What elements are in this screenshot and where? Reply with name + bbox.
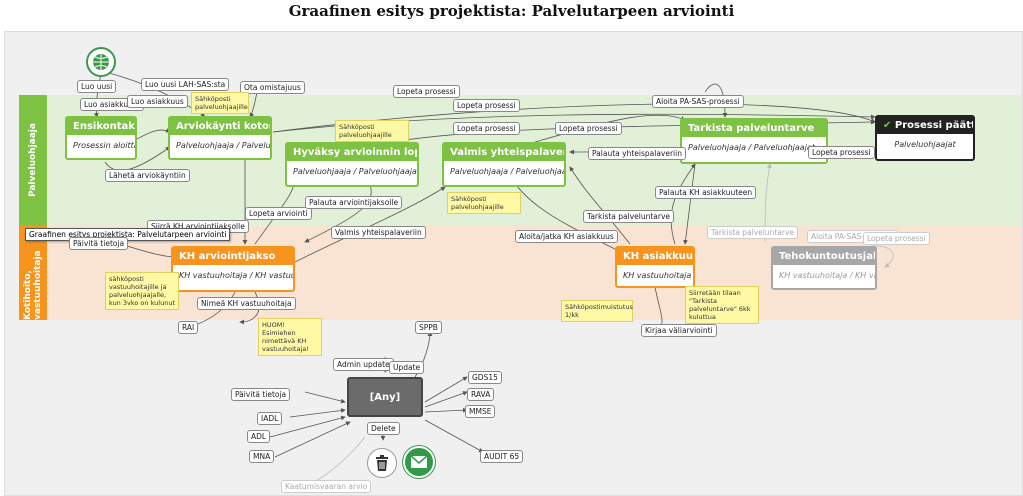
check-icon: ✔ [883, 120, 892, 131]
node-subtitle: Prosessin aloittaja... [73, 141, 135, 150]
transition-luo-uusi[interactable]: Luo uusi [77, 80, 117, 93]
transition-lopeta-arviointi[interactable]: Lopeta arviointi [245, 207, 312, 220]
node-subtitle: Palveluohjaaja / Palveluh... [176, 141, 270, 150]
transition-lopeta-prosessi[interactable]: Lopeta prosessi [453, 122, 520, 135]
note-email[interactable]: Sähköposti palveluohjaajille [335, 120, 409, 142]
transition-palauta-arviointijaksolle[interactable]: Palauta arviointijaksolle [305, 196, 403, 209]
edge [424, 376, 468, 403]
node-title: Arviokäynti kotona [170, 118, 270, 135]
node-subtitle: KH vastuuhoitaja / KH vastuualue [779, 271, 875, 280]
transition-paivita-tietoja[interactable]: Päivitä tietoja [231, 388, 291, 401]
node-ensikontakti[interactable]: Ensikontakti Prosessin aloittaja... [65, 116, 137, 160]
node-any[interactable]: [Any] [347, 377, 423, 417]
transition-delete[interactable]: Delete [367, 422, 400, 435]
trash-icon[interactable] [367, 448, 397, 478]
transition-update[interactable]: Update [389, 361, 425, 374]
note-email[interactable]: Sähköposti palveluohjaajille [447, 192, 521, 214]
edge [569, 166, 631, 245]
node-title: Ensikontakti [67, 118, 135, 135]
node-hyvaksy[interactable]: Hyväksy arvioinnin lopetus Palveluohjaaj… [285, 142, 419, 187]
transition-luo-uusi-lah[interactable]: Luo uusi LAH-SAS:sta [141, 78, 230, 91]
transition-aloita-pa-sas[interactable]: Aloita PA-SAS-prosessi [652, 95, 744, 108]
transition-lopeta-prosessi[interactable]: Lopeta prosessi [555, 122, 622, 135]
transition-iadl[interactable]: IADL [257, 412, 283, 425]
edge [249, 91, 258, 118]
node-tehokuntoutus[interactable]: Tehokuntoutusjakso KH vastuuhoitaja / KH… [771, 246, 877, 290]
edge [134, 128, 171, 141]
transition-adl[interactable]: ADL [247, 430, 271, 443]
transition-lopeta-prosessi[interactable]: Lopeta prosessi [863, 232, 930, 245]
node-title: KH asiakkuus [617, 248, 693, 265]
edge [654, 286, 665, 329]
transition-lopeta-prosessi[interactable]: Lopeta prosessi [393, 85, 460, 98]
node-title: Valmis yhteispalaveriin [444, 144, 564, 161]
page-title: Graafinen esitys projektista: Palvelutar… [288, 2, 735, 20]
email-icon[interactable] [403, 446, 435, 478]
transition-kaatumisvaaran-arvio[interactable]: Kaatumisvaaran arvio [281, 480, 372, 493]
transition-aloita-jatka[interactable]: Aloita/jatka KH asiakkuus [515, 230, 618, 243]
edge [304, 391, 346, 404]
transition-nimea[interactable]: Nimeä KH vastuuhoitaja [197, 297, 296, 310]
node-subtitle: KH vastuuhoitaja /... [623, 271, 693, 280]
transition-palauta-yhteispalaveriin[interactable]: Palauta yhteispalaveriin [588, 147, 686, 160]
edge [704, 83, 728, 118]
node-title: [Any] [369, 391, 401, 403]
transition-luo-asiakkuus[interactable]: Luo asiakkuus [127, 95, 188, 108]
transition-rava[interactable]: RAVA [467, 388, 495, 401]
transition-lopeta-prosessi[interactable]: Lopeta prosessi [808, 146, 875, 159]
node-subtitle: Palveluohjaajat [894, 140, 956, 149]
note-email-reminder[interactable]: sähköposti vastuuhoitajille ja palveluoh… [105, 272, 179, 310]
transition-valmis-yhteispalaveriin[interactable]: Valmis yhteispalaveriin [331, 226, 426, 239]
note-email-reminder[interactable]: Sähköpostimuistutus 1/kk [561, 300, 633, 322]
note-huom[interactable]: HUOM! Esimiehen nimettävä KH vastuuhoita… [258, 318, 322, 356]
edge [239, 291, 260, 325]
transition-admin-update[interactable]: Admin update [333, 358, 394, 371]
node-kh-asiakkuus[interactable]: KH asiakkuus KH vastuuhoitaja /... [615, 246, 695, 288]
node-kh-arviointi[interactable]: KH arviointijakso KH vastuuhoitaja / KH … [171, 246, 295, 292]
node-subtitle: Palveluohjaaja / Palveluohjaajat [450, 167, 564, 176]
edge [269, 415, 346, 438]
transition-mmse[interactable]: MMSE [465, 405, 496, 418]
edge [289, 408, 346, 418]
edge [274, 421, 351, 458]
transition-ota-omistajuus[interactable]: Ota omistajuus [240, 81, 305, 94]
transition-gds15[interactable]: GDS15 [468, 371, 502, 384]
transition-lopeta-prosessi[interactable]: Lopeta prosessi [453, 99, 520, 112]
node-title: Hyväksy arvioinnin lopetus [287, 144, 417, 161]
transition-sppb[interactable]: SPPB [415, 321, 442, 334]
transition-audit65[interactable]: AUDIT 65 [480, 450, 524, 463]
edge [670, 163, 696, 245]
diagram-canvas[interactable]: Palveluohjaaja Kotihoito, vastuuhoitaja [4, 31, 1023, 496]
transition-tarkista-palveluntarve[interactable]: Tarkista palveluntarve [707, 226, 799, 239]
transition-palauta-kh[interactable]: Palauta KH asiakkuuteen [655, 186, 757, 199]
note-email[interactable]: Sähköposti palveluohjaajille [191, 92, 249, 114]
node-arviokaynti[interactable]: Arviokäynti kotona Palveluohjaaja / Palv… [168, 116, 272, 160]
node-valmis[interactable]: Valmis yhteispalaveriin Palveluohjaaja /… [442, 142, 566, 187]
transition-paivita-tietoja[interactable]: Päivitä tietoja [69, 237, 129, 250]
note-move-state[interactable]: Siirretään tilaan "Tarkista palveluntarv… [685, 286, 759, 324]
node-title: Tarkista palveluntarve [682, 120, 826, 137]
transition-laheta[interactable]: Lähetä arviokäyntiin [105, 169, 190, 182]
node-subtitle: Palveluohjaaja / Palveluohjaajat [688, 143, 815, 152]
node-paattyy[interactable]: ✔ Prosessi päätty... Palveluohjaajat [875, 115, 975, 161]
transition-tarkista-palveluntarve[interactable]: Tarkista palveluntarve [583, 210, 675, 223]
node-title: KH arviointijakso [173, 248, 293, 265]
edge [294, 186, 446, 263]
node-subtitle: Palveluohjaaja / Palveluohjaajat [293, 167, 417, 176]
edge [534, 114, 686, 143]
node-title: Prosessi päätty... [894, 120, 973, 131]
transition-rai[interactable]: RAI [178, 321, 199, 334]
node-tarkista[interactable]: Tarkista palveluntarve Palveluohjaaja / … [680, 118, 828, 164]
node-title: Tehokuntoutusjakso [773, 248, 875, 265]
node-subtitle: KH vastuuhoitaja / KH vastuualue [179, 271, 293, 280]
start-globe-icon[interactable] [86, 47, 116, 77]
edge [424, 407, 468, 413]
edge [424, 391, 468, 408]
edge [424, 419, 484, 453]
edge [683, 163, 696, 245]
transition-kirjaa[interactable]: Kirjaa väliarviointi [641, 324, 717, 337]
transition-mna[interactable]: MNA [249, 450, 275, 463]
